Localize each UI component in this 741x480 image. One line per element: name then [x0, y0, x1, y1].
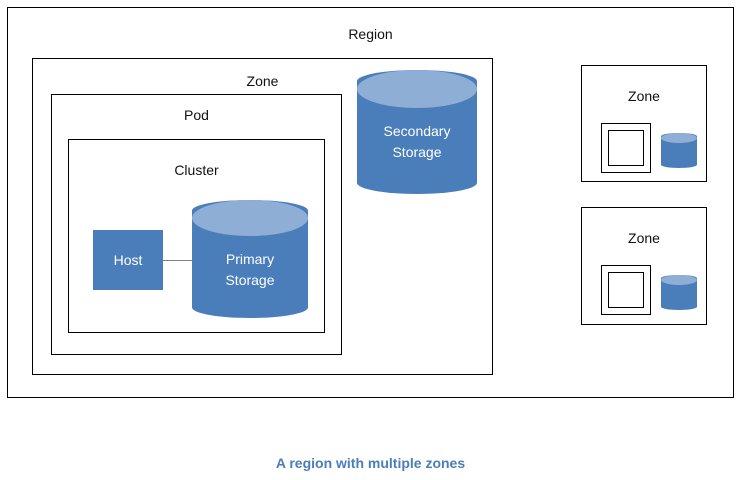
diagram-caption: A region with multiple zones [275, 455, 466, 471]
secondary-storage-label-line2: Storage [392, 144, 442, 160]
pod-label: Pod [184, 107, 209, 123]
region-box: Region [7, 7, 734, 398]
zone-1-storage-cylinder [661, 133, 697, 168]
zone-2-cluster-square-inner [608, 272, 644, 308]
primary-storage-label-line2: Storage [225, 272, 275, 288]
cluster-label: Cluster [174, 162, 219, 178]
secondary-storage-label-line1: Secondary [383, 123, 451, 139]
zone-label-secondary-2: Zone [628, 230, 660, 246]
zone-1-storage-top [661, 133, 697, 143]
zone-label-secondary-1: Zone [628, 88, 660, 104]
zone-1-cluster-square-inner [608, 130, 644, 166]
zone-label-main: Zone [246, 73, 279, 89]
zone-box-main: Zone [32, 58, 493, 375]
zone-2-pod-square-outer [601, 265, 651, 315]
secondary-storage-cylinder: Secondary Storage [357, 70, 477, 194]
primary-storage-top [192, 200, 308, 236]
host-label: Host [113, 252, 143, 268]
region-label: Region [348, 26, 393, 42]
primary-storage-cylinder: Primary Storage [192, 200, 308, 318]
secondary-storage-top [357, 70, 477, 108]
zone-2-storage-cylinder [661, 275, 697, 310]
zone-2-storage-top [661, 275, 697, 285]
zone-box-secondary-1: Zone [581, 65, 707, 182]
cluster-box: Cluster [68, 139, 325, 333]
primary-storage-label-line1: Primary [225, 251, 275, 267]
zone-box-secondary-2: Zone [581, 207, 707, 325]
host-storage-connector [163, 260, 203, 261]
zone-1-pod-square-outer [601, 123, 651, 173]
pod-box: Pod [51, 94, 342, 355]
host-node: Host [93, 230, 163, 290]
